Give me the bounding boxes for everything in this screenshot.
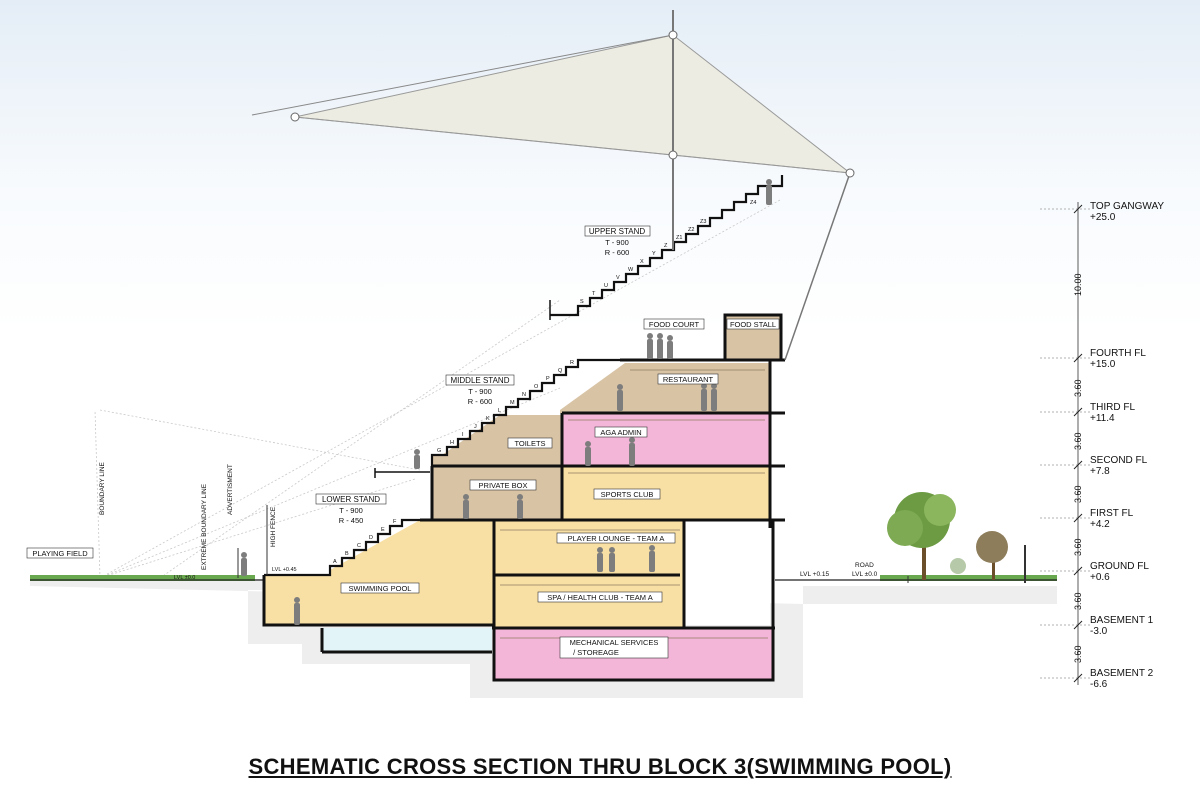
roof-canopy xyxy=(251,10,855,361)
level-value-1: +15.0 xyxy=(1090,359,1116,370)
room-labels: FOOD COURT FOOD STALL RESTAURANT TOILETS… xyxy=(340,318,780,659)
lvl-road-label: LVL ±0.0 xyxy=(852,571,878,578)
dim-2: 3.60 xyxy=(1073,432,1083,450)
lower-stand-name: LOWER STAND xyxy=(322,495,380,504)
upper-stand-name: UPPER STAND xyxy=(589,227,646,236)
row-middle-8: O xyxy=(534,384,539,390)
row-middle-10: Q xyxy=(558,368,563,374)
row-middle-6: M xyxy=(510,400,515,406)
row-upper-7: Z xyxy=(664,243,668,249)
level-name-1: FOURTH FL xyxy=(1090,348,1146,359)
high-fence-label: HIGH FENCE xyxy=(270,506,277,547)
level-name-3: SECOND FL xyxy=(1090,455,1148,466)
level-value-0: +25.0 xyxy=(1090,212,1116,223)
private-box-label: PRIVATE BOX xyxy=(479,481,528,490)
drawing-title: SCHEMATIC CROSS SECTION THRU BLOCK 3(SWI… xyxy=(248,754,952,779)
advertisment-label: ADVERTISMENT xyxy=(227,464,234,515)
row-middle-4: K xyxy=(486,416,490,422)
level-scale: TOP GANGWAY +25.0 FOURTH FL +15.0 THIRD … xyxy=(1040,201,1164,690)
level-name-2: THIRD FL xyxy=(1090,402,1135,413)
middle-stand-name: MIDDLE STAND xyxy=(451,376,510,385)
row-middle-1: H xyxy=(450,440,454,446)
upper-stand-r: R - 600 xyxy=(605,248,630,257)
dim-0: 10.00 xyxy=(1073,273,1083,296)
spa-label: SPA / HEALTH CLUB - TEAM A xyxy=(547,593,652,602)
row-lower-2: C xyxy=(357,543,361,549)
playing-field-label: PLAYING FIELD xyxy=(32,549,88,558)
row-upper-2: U xyxy=(604,283,608,289)
row-upper-6: Y xyxy=(652,251,656,257)
level-value-7: -6.6 xyxy=(1090,679,1108,690)
toilets-label: TOILETS xyxy=(514,439,545,448)
row-middle-7: N xyxy=(522,392,526,398)
people xyxy=(241,179,772,625)
mechanical-label-1: MECHANICAL SERVICES xyxy=(570,638,659,647)
row-middle-0: G xyxy=(437,448,441,454)
dim-3: 3.60 xyxy=(1073,485,1083,503)
row-middle-5: L xyxy=(498,408,501,414)
boundary-line-label: BOUNDARY LINE xyxy=(99,461,106,515)
mechanical-label-2: / STOREAGE xyxy=(573,648,619,657)
dim-4: 3.60 xyxy=(1073,538,1083,556)
row-upper-1: T xyxy=(592,291,596,297)
level-value-4: +4.2 xyxy=(1090,519,1110,530)
dim-5: 3.60 xyxy=(1073,592,1083,610)
dim-6: 3.60 xyxy=(1073,645,1083,663)
level-value-5: +0.6 xyxy=(1090,572,1110,583)
level-name-5: GROUND FL xyxy=(1090,561,1149,572)
row-middle-3: J xyxy=(474,424,477,430)
upper-stand-t: T - 900 xyxy=(605,238,629,247)
swimming-pool-label: SWIMMING POOL xyxy=(349,584,412,593)
row-upper-0: S xyxy=(580,299,584,305)
row-middle-11: R xyxy=(570,360,574,366)
lvl-045-label: LVL +0.45 xyxy=(272,567,297,573)
row-lower-5: F xyxy=(393,519,397,525)
middle-stand-t: T - 900 xyxy=(468,387,492,396)
stand-labels: UPPER STAND T - 900 R - 600 MIDDLE STAND… xyxy=(315,225,651,525)
row-upper-3: V xyxy=(616,275,620,281)
trees xyxy=(887,492,1008,580)
sightlines xyxy=(94,199,781,579)
fences xyxy=(237,505,1026,583)
level-value-3: +7.8 xyxy=(1090,466,1110,477)
lower-stand-t: T - 900 xyxy=(339,506,363,515)
lvl-00-label: LVL ±0.0 xyxy=(174,575,195,581)
restaurant-label: RESTAURANT xyxy=(663,375,714,384)
level-name-7: BASEMENT 2 xyxy=(1090,668,1154,679)
aga-admin-label: AGA ADMIN xyxy=(600,428,641,437)
dim-1: 3.60 xyxy=(1073,379,1083,397)
level-name-0: TOP GANGWAY xyxy=(1090,201,1164,212)
lower-stand-r: R - 450 xyxy=(339,516,364,525)
row-letters: A B C D E F G H I J K L M N O P Q R S T … xyxy=(333,200,756,565)
food-court-label: FOOD COURT xyxy=(649,320,700,329)
row-middle-9: P xyxy=(546,376,550,382)
row-upper-11: Z4 xyxy=(750,200,756,206)
row-middle-2: I xyxy=(462,432,464,438)
row-upper-8: Z1 xyxy=(676,235,682,241)
level-name-6: BASEMENT 1 xyxy=(1090,615,1154,626)
row-upper-5: X xyxy=(640,259,644,265)
row-lower-4: E xyxy=(381,527,385,533)
lvl-015-label: LVL +0.15 xyxy=(800,571,829,578)
row-lower-3: D xyxy=(369,535,373,541)
level-value-6: -3.0 xyxy=(1090,626,1108,637)
row-lower-1: B xyxy=(345,551,349,557)
extreme-boundary-label: EXTREME BOUNDARY LINE xyxy=(201,483,208,570)
structure xyxy=(262,175,785,682)
row-upper-10: Z3 xyxy=(700,219,706,225)
player-lounge-label: PLAYER LOUNGE - TEAM A xyxy=(568,534,665,543)
food-stall-label: FOOD STALL xyxy=(730,320,776,329)
row-lower-0: A xyxy=(333,559,337,565)
row-upper-9: Z2 xyxy=(688,227,694,233)
side-labels: BOUNDARY LINE EXTREME BOUNDARY LINE ADVE… xyxy=(26,461,878,581)
sports-club-label: SPORTS CLUB xyxy=(601,490,654,499)
road-label: ROAD xyxy=(855,562,874,569)
middle-stand-r: R - 600 xyxy=(468,397,493,406)
row-upper-4: W xyxy=(628,267,634,273)
level-value-2: +11.4 xyxy=(1090,413,1115,424)
level-name-4: FIRST FL xyxy=(1090,508,1134,519)
